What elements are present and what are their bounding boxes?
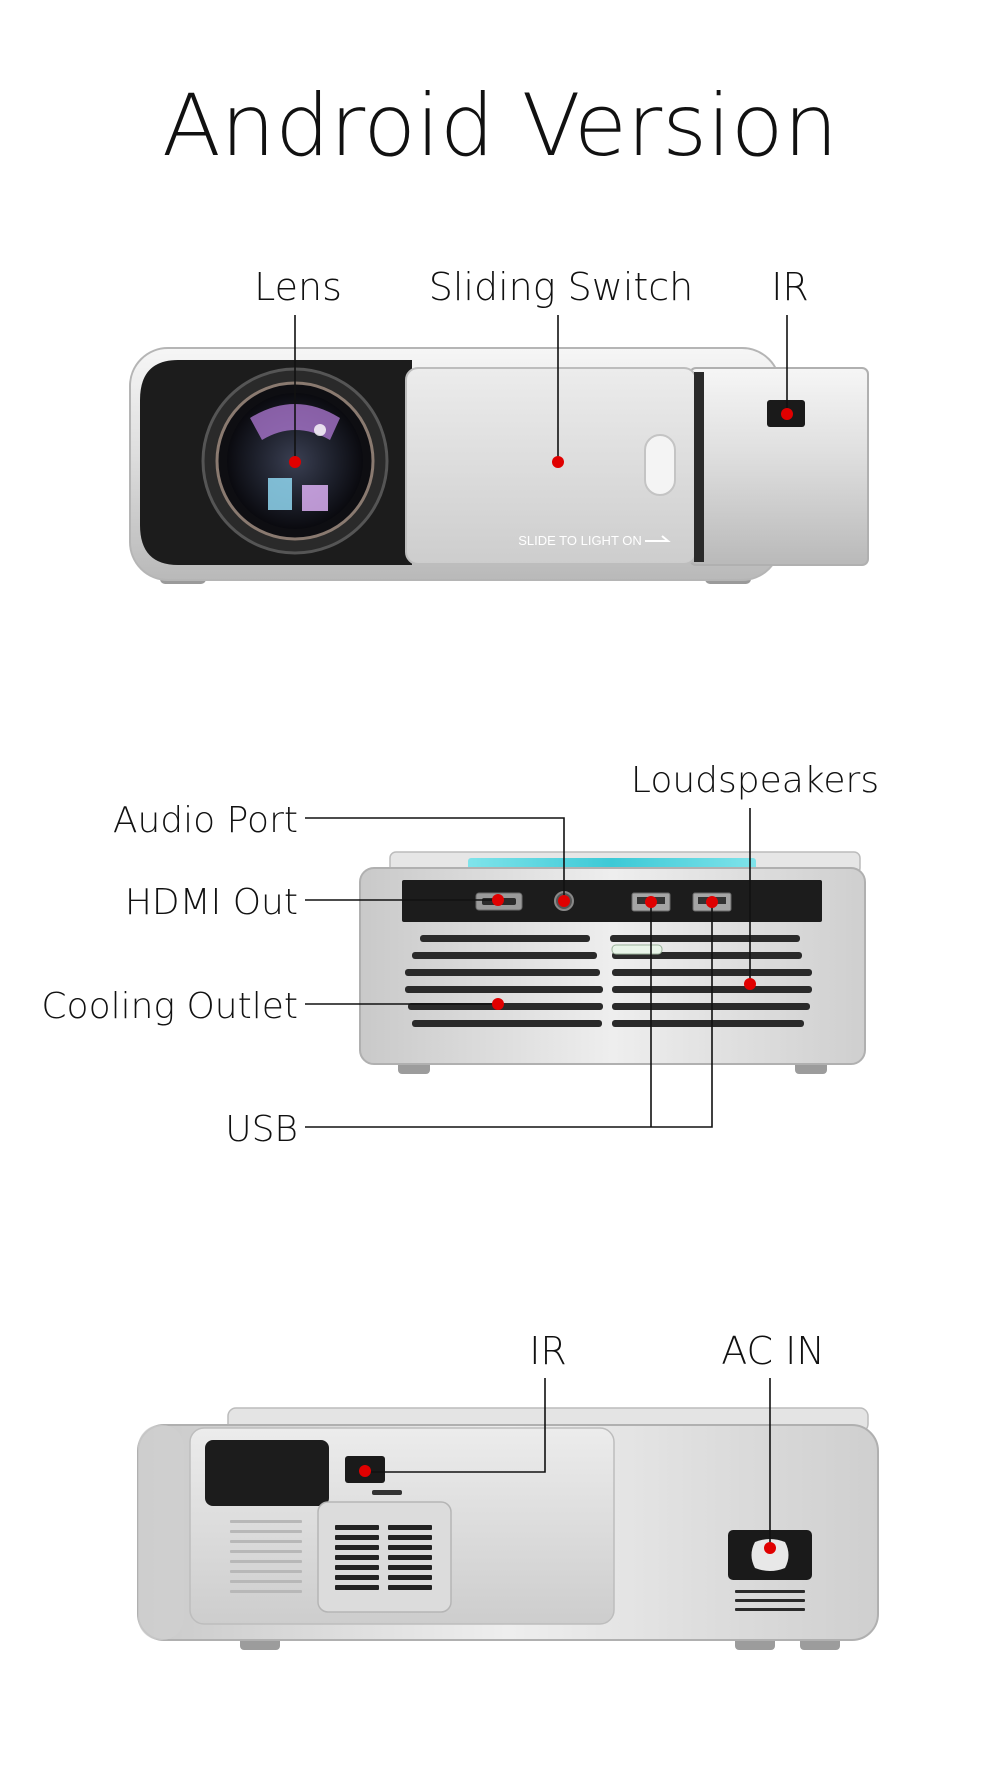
label-side-ir: IR [529, 1329, 567, 1373]
leader-usb [305, 902, 713, 1128]
side-left-cap [138, 1425, 184, 1640]
label-lens: Lens [254, 265, 342, 309]
slide-to-light-text: SLIDE TO LIGHT ON [518, 533, 642, 548]
marker-front-ir [781, 408, 793, 420]
slider-grip [644, 434, 676, 496]
label-front-ir: IR [771, 265, 809, 309]
label-cooling-outlet: Cooling Outlet [41, 986, 298, 1027]
rear-vent-center-tab [611, 944, 663, 955]
label-hdmi-out: HDMI Out [125, 882, 298, 923]
side-view: IR AC IN [137, 1329, 879, 1650]
marker-sliding-switch [552, 456, 564, 468]
side-black-window [205, 1440, 329, 1506]
front-view: SLIDE TO LIGHT ON Lens Sliding Switch IR [129, 265, 869, 584]
lens-reflection-left [268, 478, 292, 510]
slide-arrow-icon [645, 535, 671, 542]
lens-highlight [314, 424, 326, 436]
label-ac-in: AC IN [721, 1329, 825, 1373]
marker-side-ir [359, 1465, 371, 1477]
marker-ac-in [764, 1542, 776, 1554]
marker-audio-port [558, 895, 570, 907]
side-left-vent [230, 1520, 302, 1593]
label-audio-port: Audio Port [113, 800, 298, 841]
marker-cooling-outlet [492, 998, 504, 1010]
leader-side-ir [365, 1378, 546, 1473]
marker-lens [289, 456, 301, 468]
marker-hdmi-out [492, 894, 504, 906]
marker-loudspeakers [744, 978, 756, 990]
side-small-slot [372, 1490, 402, 1495]
label-loudspeakers: Loudspeakers [631, 760, 879, 801]
rear-view: Loudspeakers Audio Port HDMI Out Cooling… [41, 760, 879, 1150]
label-usb: USB [225, 1109, 298, 1150]
lens-reflection-right [302, 485, 328, 511]
slider-edge [694, 372, 704, 562]
ac-inlet-vent [735, 1590, 805, 1611]
front-right-block [689, 367, 869, 566]
label-sliding-switch: Sliding Switch [429, 265, 694, 309]
leader-audio-port [305, 817, 565, 901]
side-grille-bars [335, 1525, 432, 1590]
rear-port-strip [402, 880, 822, 922]
ac-inlet-socket [751, 1539, 789, 1571]
marker-usb-2 [706, 896, 718, 908]
marker-usb-1 [645, 896, 657, 908]
page-title: Android Version [162, 76, 838, 176]
